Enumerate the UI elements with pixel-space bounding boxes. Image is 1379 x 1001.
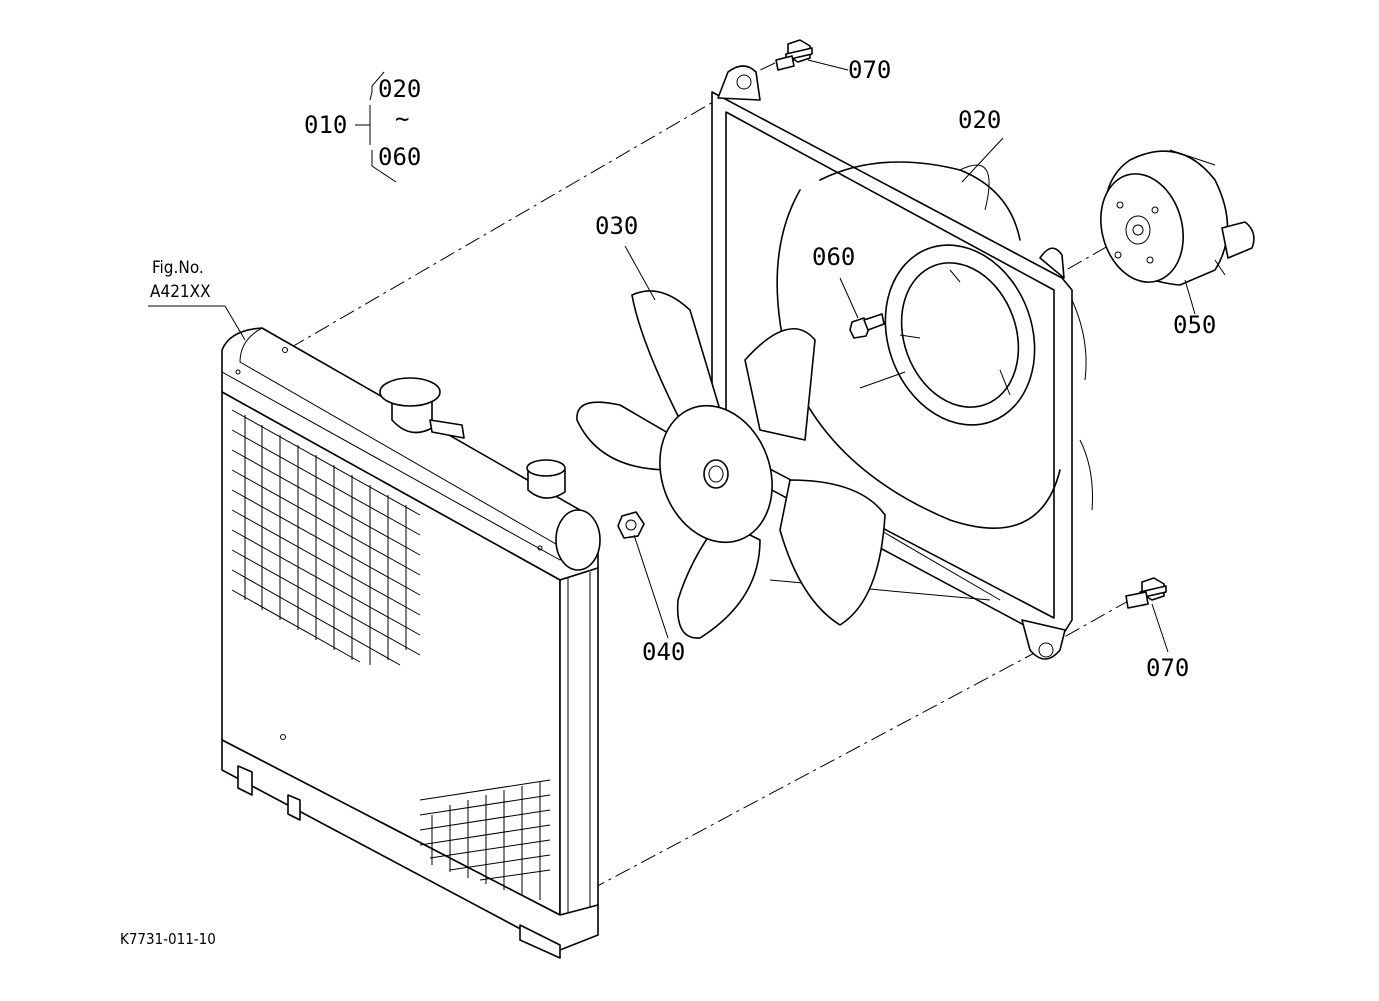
assembly-label: 010	[304, 111, 348, 139]
radiator-core-mesh-upper	[231, 409, 421, 666]
radiator	[221, 327, 601, 959]
part-label-shroud: 020	[958, 106, 1002, 134]
assembly-range-end: 060	[378, 143, 422, 171]
assembly-bracket	[355, 71, 397, 183]
screw	[849, 313, 885, 339]
fan-shroud	[711, 65, 1093, 660]
part-label-screw: 060	[812, 243, 856, 271]
part-label-bolt-top: 070	[848, 56, 892, 84]
part-label-motor: 050	[1173, 311, 1217, 339]
fig-no-value: A421XX	[150, 282, 211, 302]
part-label-fan: 030	[595, 212, 639, 240]
nut	[617, 511, 645, 539]
radiator-core-mesh-lower	[419, 779, 551, 900]
drawing-code: K7731-011-10	[120, 930, 216, 948]
bolt-top	[775, 39, 813, 71]
assembly-range-separator: ~	[395, 105, 410, 133]
bolt-bottom	[1125, 577, 1167, 609]
fan	[576, 290, 886, 639]
part-label-nut: 040	[642, 638, 686, 666]
leader-lines	[148, 59, 1196, 653]
part-label-bolt-bottom: 070	[1146, 654, 1190, 682]
assembly-range-start: 020	[378, 75, 422, 103]
fig-no-caption: Fig.No.	[152, 258, 204, 278]
fan-motor	[1100, 149, 1255, 286]
